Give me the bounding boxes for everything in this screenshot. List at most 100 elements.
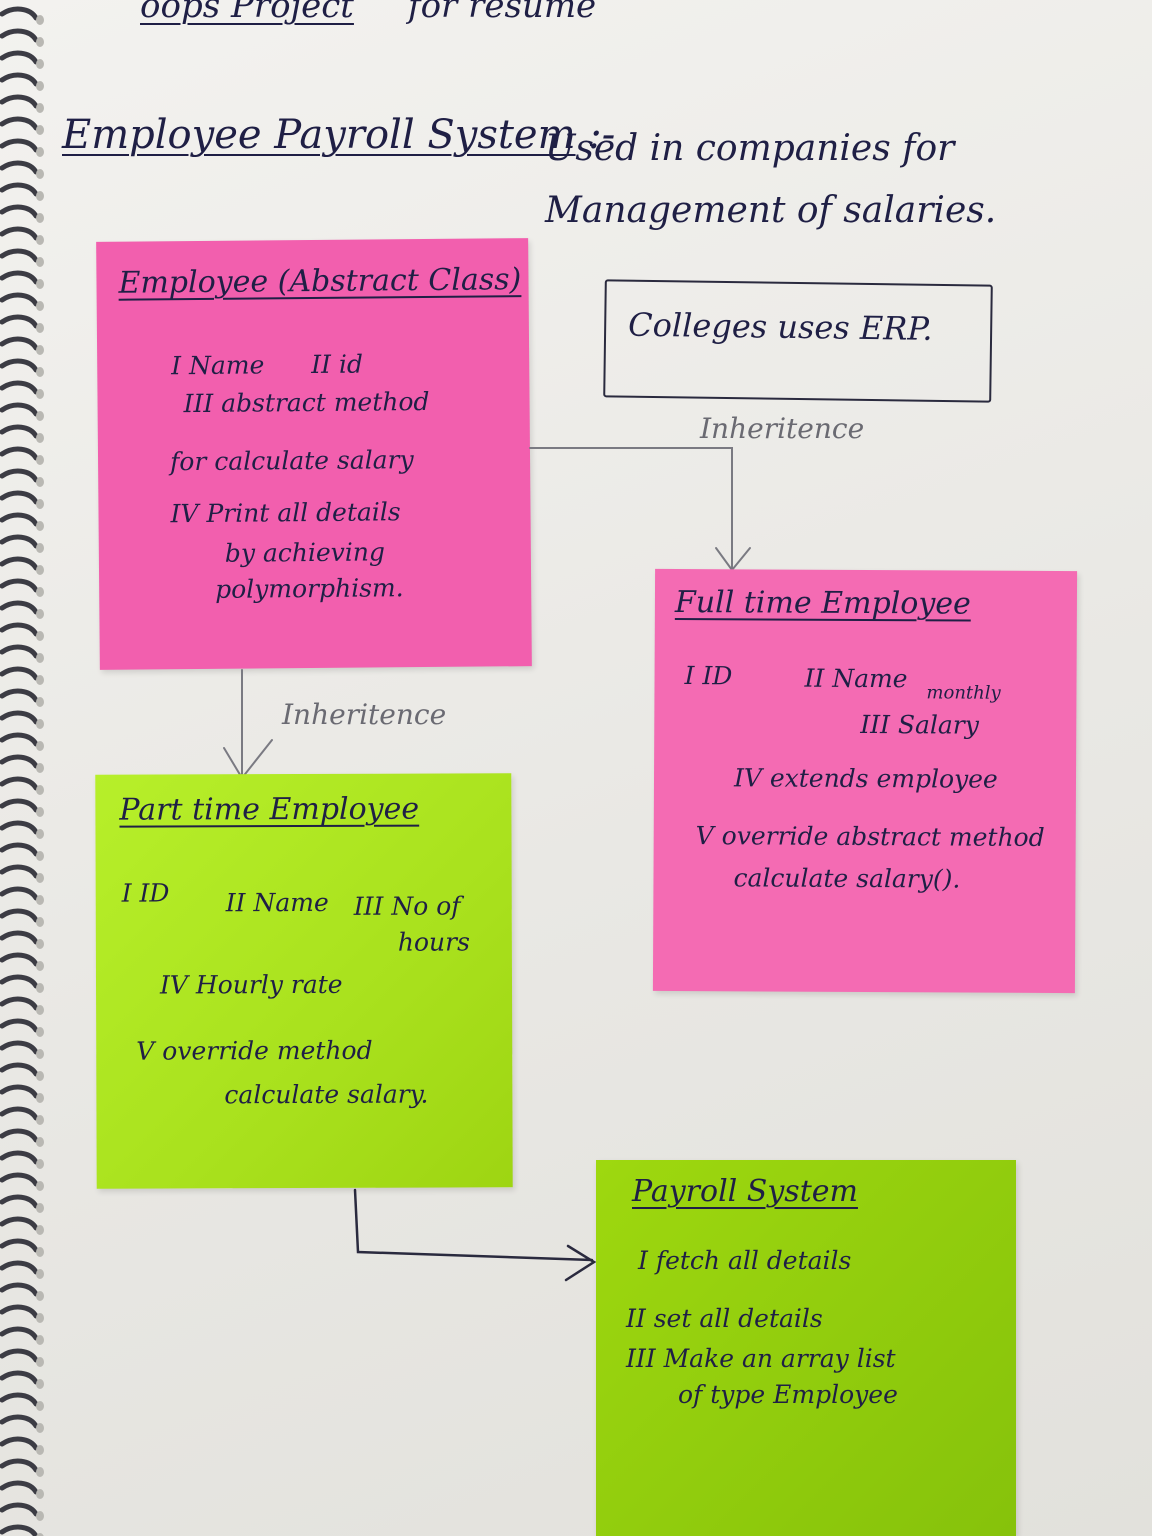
spiral-hole <box>36 873 44 883</box>
spiral-ring <box>0 424 39 439</box>
spiral-ring <box>0 578 39 593</box>
inheritance-label-right: Inheritence <box>700 412 865 445</box>
spiral-hole <box>36 785 44 795</box>
spiral-hole <box>36 697 44 707</box>
spiral-hole <box>36 895 44 905</box>
spiral-ring <box>0 248 39 263</box>
spiral-ring <box>0 732 39 747</box>
spiral-ring <box>0 1172 39 1187</box>
parttime-line-1: I ID <box>121 878 170 908</box>
arrow-to-fulltime <box>529 447 733 571</box>
spiral-ring <box>0 974 39 989</box>
spiral-hole <box>36 81 44 91</box>
fulltime-line-1: I ID <box>684 661 733 691</box>
spiral-hole <box>36 455 44 465</box>
spiral-ring <box>0 930 39 945</box>
inheritance-label-left: Inheritence <box>282 698 447 731</box>
spiral-ring <box>0 798 39 813</box>
spiral-hole <box>36 1445 44 1455</box>
spiral-ring <box>0 1216 39 1231</box>
spiral-ring <box>0 952 39 967</box>
spiral-ring <box>0 710 39 725</box>
spiral-hole <box>36 719 44 729</box>
spiral-ring <box>0 688 39 703</box>
payroll-line-1: I fetch all details <box>638 1246 852 1275</box>
spiral-hole <box>36 169 44 179</box>
spiral-ring <box>0 864 39 879</box>
spiral-ring <box>0 160 39 175</box>
parttime-line-6: V override method <box>136 1035 373 1066</box>
spiral-hole <box>36 37 44 47</box>
arrow-to-payroll <box>353 1188 594 1262</box>
spiral-ring <box>0 358 39 373</box>
spiral-ring <box>0 94 39 109</box>
spiral-hole <box>36 807 44 817</box>
note-parttime-title: Part time Employee <box>119 791 420 828</box>
spiral-ring <box>0 226 39 241</box>
spiral-hole <box>36 1115 44 1125</box>
spiral-ring <box>0 600 39 615</box>
spiral-hole <box>36 1533 44 1536</box>
spiral-hole <box>36 1357 44 1367</box>
spiral-hole <box>36 521 44 531</box>
title-description: Used in companies for Management of sala… <box>545 128 997 231</box>
spiral-hole <box>36 125 44 135</box>
spiral-hole <box>36 15 44 25</box>
spiral-hole <box>36 1335 44 1345</box>
fulltime-line-4: III Salary <box>860 709 979 740</box>
spiral-ring <box>0 1502 39 1517</box>
spiral-ring <box>0 512 39 527</box>
spiral-ring <box>0 402 39 417</box>
spiral-ring <box>0 1370 39 1385</box>
spiral-hole <box>36 1291 44 1301</box>
spiral-ring <box>0 886 39 901</box>
spiral-ring <box>0 1150 39 1165</box>
note-fulltime-title: Full time Employee <box>674 585 971 622</box>
spiral-hole <box>36 917 44 927</box>
spiral-ring <box>0 754 39 769</box>
spiral-ring <box>0 644 39 659</box>
spiral-ring <box>0 28 39 43</box>
note-payroll-title: Payroll System <box>632 1174 858 1209</box>
parttime-line-2: II Name <box>225 887 329 918</box>
spiral-ring <box>0 6 39 21</box>
spiral-ring <box>0 1414 39 1429</box>
note-full-time: Full time Employee I ID II Name monthly … <box>652 568 1078 994</box>
spiral-ring <box>0 1238 39 1253</box>
spiral-hole <box>36 1137 44 1147</box>
spiral-hole <box>36 1247 44 1257</box>
spiral-hole <box>36 301 44 311</box>
spiral-hole <box>36 1489 44 1499</box>
spiral-hole <box>36 147 44 157</box>
spiral-ring <box>0 842 39 857</box>
spiral-hole <box>36 1181 44 1191</box>
parttime-line-3: III No of <box>353 891 461 921</box>
spiral-ring <box>0 1458 39 1473</box>
spiral-hole <box>36 543 44 553</box>
spiral-ring <box>0 534 39 549</box>
spiral-ring <box>0 446 39 461</box>
spiral-ring <box>0 1348 39 1363</box>
spiral-hole <box>36 1049 44 1059</box>
parttime-line-5: IV Hourly rate <box>159 969 343 1000</box>
fulltime-line-6: V override abstract method <box>695 821 1045 852</box>
spiral-ring <box>0 1480 39 1495</box>
spiral-hole <box>36 1093 44 1103</box>
spiral-hole <box>36 411 44 421</box>
spiral-hole <box>36 1203 44 1213</box>
fulltime-line-3: monthly <box>926 682 1001 704</box>
spiral-ring <box>0 1304 39 1319</box>
spiral-ring <box>0 1062 39 1077</box>
spiral-hole <box>36 565 44 575</box>
arrow-to-parttime-head <box>223 739 273 780</box>
spiral-hole <box>36 587 44 597</box>
spiral-hole <box>36 741 44 751</box>
page-heading: oops Project for resume <box>140 0 596 26</box>
spiral-hole <box>36 1027 44 1037</box>
spiral-hole <box>36 235 44 245</box>
parttime-line-7: calculate salary. <box>224 1079 429 1110</box>
spiral-hole <box>36 631 44 641</box>
heading-left: oops Project <box>140 0 354 26</box>
spiral-hole <box>36 1423 44 1433</box>
payroll-line-3: III Make an array list <box>626 1344 896 1373</box>
